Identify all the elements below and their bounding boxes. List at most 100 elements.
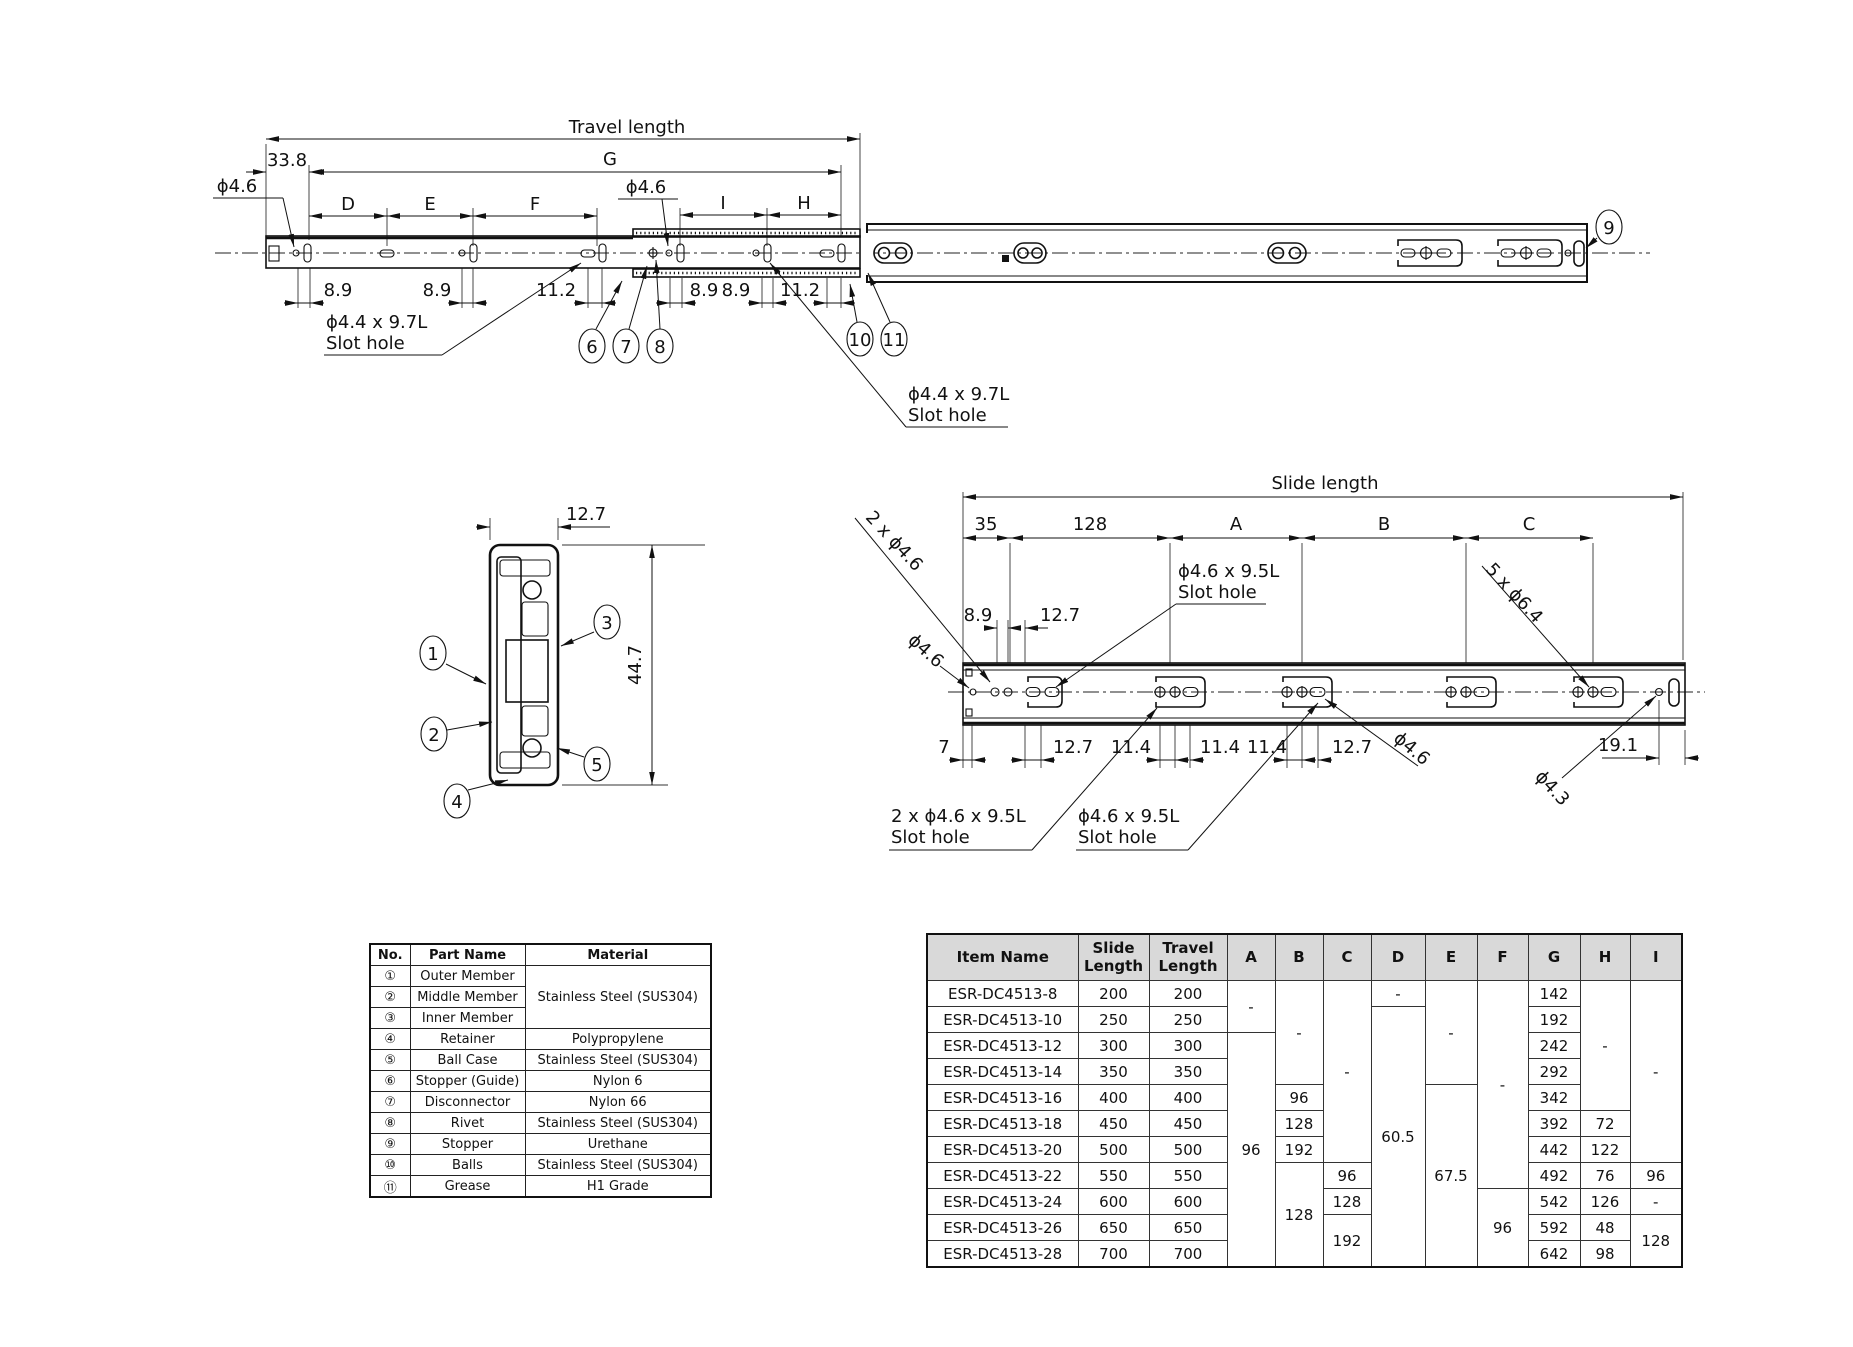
dim-bottom-5: 8.9 (722, 280, 751, 301)
cell: 450 (1148, 1110, 1228, 1137)
callout-11: 11 (867, 272, 908, 357)
callout-11-number: 11 (883, 330, 906, 351)
item-name: ESR-DC4513-12 (926, 1032, 1079, 1059)
dia-46-mid-label: ϕ4.6 (626, 177, 667, 198)
column-header: Part Name (409, 943, 526, 966)
item-name: ESR-DC4513-26 (926, 1214, 1079, 1241)
part-no: ⑧ (369, 1112, 411, 1134)
callout-10: 10 (846, 283, 874, 357)
cell: 48 (1579, 1214, 1631, 1241)
slide-extension-lines (962, 492, 1686, 768)
dim-bottom-4: 8.9 (690, 280, 719, 301)
slot-hole-label-left: ϕ4.4 x 9.7L Slot hole (324, 262, 582, 356)
dim-33-8: 33.8 (267, 150, 307, 171)
rivet-icon (647, 247, 659, 259)
part-no: ⑩ (369, 1154, 411, 1176)
cell: 96 (1476, 1188, 1529, 1268)
table-row: ESR-DC4513-16 400 400 96 67.5 342 (926, 1084, 1682, 1268)
callout-1: 1 (419, 635, 487, 685)
part-no: ⑦ (369, 1091, 411, 1113)
callout-10-number: 10 (849, 330, 872, 351)
cell: 72 (1579, 1110, 1631, 1137)
part-no: ② (369, 986, 411, 1008)
column-header: F (1476, 933, 1529, 981)
slot-hole-label-right: ϕ4.4 x 9.7L Slot hole (769, 262, 1009, 428)
dim-a: A (1230, 514, 1243, 535)
label-5x-dia64: 5 x ϕ6.4 (1481, 559, 1590, 688)
cell: 600 (1148, 1188, 1228, 1215)
callout-2: 2 (420, 716, 493, 752)
cell: 350 (1148, 1058, 1228, 1085)
part-material: Urethane (524, 1133, 712, 1155)
cell: 292 (1527, 1058, 1581, 1085)
callout-3: 3 (560, 604, 621, 647)
cell: - (1476, 980, 1529, 1189)
part-material: Polypropylene (524, 1028, 712, 1050)
cell: 300 (1077, 1032, 1150, 1059)
cell: 96 (1322, 1162, 1372, 1189)
callout-2-number: 2 (428, 725, 439, 746)
part-name: Stopper (Guide) (409, 1070, 526, 1092)
part-name: Ball Case (409, 1049, 526, 1071)
part-no: ⑤ (369, 1049, 411, 1071)
cell: 592 (1527, 1214, 1581, 1241)
column-header: Slide Length (1077, 933, 1150, 981)
dim-bottom-3: 11.2 (536, 280, 576, 301)
cell: 550 (1148, 1162, 1228, 1189)
column-header: A (1226, 933, 1276, 981)
part-name: Disconnector (409, 1091, 526, 1113)
cell: 192 (1322, 1214, 1372, 1268)
slide-length-label: Slide length (1271, 473, 1378, 494)
cell: 600 (1077, 1188, 1150, 1215)
part-material: Nylon 66 (524, 1091, 712, 1113)
dim-bottom-114b: 11.4 (1200, 737, 1240, 758)
part-no: ⑨ (369, 1133, 411, 1155)
table-header-row: No. Part Name Material (369, 943, 712, 966)
cell: 450 (1077, 1110, 1150, 1137)
cell: 650 (1077, 1214, 1150, 1241)
dim-bottom-114a: 11.4 (1111, 737, 1151, 758)
slot-br-line1: ϕ4.6 x 9.5L (1078, 806, 1179, 827)
cell: 126 (1579, 1188, 1631, 1215)
cell: 142 (1527, 980, 1581, 1007)
end-stopper-slot (1573, 240, 1585, 267)
table-row: ESR-DC4513-20 500 500 192 442 122 (926, 1136, 1682, 1163)
part-material: Stainless Steel (SUS304) (524, 1154, 712, 1176)
cell: 96 (1629, 1162, 1683, 1189)
part-name: Outer Member (409, 965, 526, 987)
cell: - (1322, 980, 1372, 1163)
dim-d: D (341, 194, 355, 215)
dim-bottom-1: 8.9 (324, 280, 353, 301)
callout-8-number: 8 (654, 337, 665, 358)
top-view-drawing: Travel length 33.8 G D E F I H 8.9 8.9 1… (213, 117, 1650, 428)
column-header: No. (369, 943, 411, 966)
part-material: Stainless Steel (SUS304) (524, 1112, 712, 1134)
table-row: ESR-DC4513-8 200 200 - - - - - - 142 - - (926, 980, 1683, 1189)
dimension-lines (246, 136, 860, 306)
table-row: ESR-DC4513-28 700 700 642 98 (926, 1240, 1682, 1268)
dim-h: H (797, 193, 811, 214)
cell: 250 (1148, 1006, 1228, 1033)
cell: 500 (1148, 1136, 1228, 1163)
hole-cluster-5 (1572, 676, 1624, 708)
cell: 192 (1527, 1006, 1581, 1033)
xsec-width-dim: 12.7 (566, 504, 606, 525)
cell: 400 (1148, 1084, 1228, 1111)
slot-top-line2: Slot hole (1178, 582, 1257, 603)
cell: - (1629, 1188, 1683, 1215)
cell: 192 (1274, 1136, 1324, 1163)
table-row: ESR-DC4513-24 600 600 128 96 542 126 - (926, 1188, 1683, 1268)
callout-4: 4 (443, 779, 509, 819)
slide-view-drawing: Slide length 35 128 A B C 8.9 12.7 2 x ϕ… (854, 473, 1705, 851)
dim-19-1: 19.1 (1598, 735, 1638, 756)
ball-top-icon (522, 580, 542, 600)
label-dia46-left: ϕ4.6 (904, 630, 970, 689)
dim-f: F (530, 194, 540, 215)
